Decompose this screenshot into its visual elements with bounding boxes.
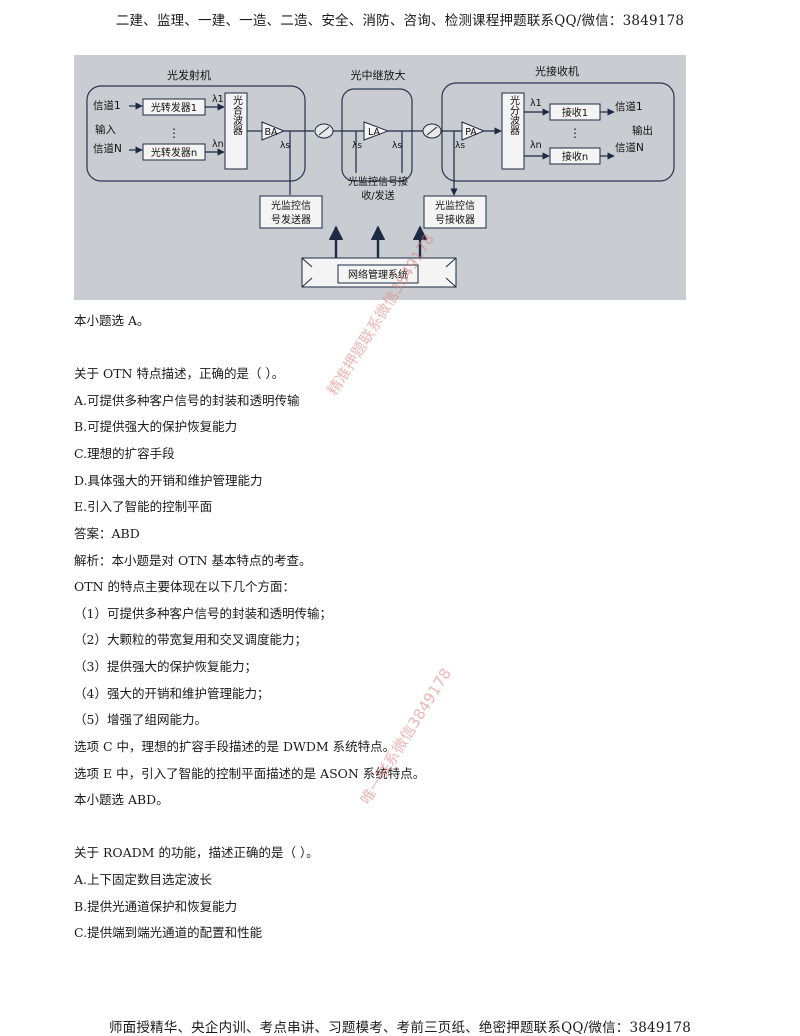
svg-text:号发送器: 号发送器 — [271, 213, 311, 226]
svg-text:光合波器: 光合波器 — [231, 94, 243, 136]
svg-text:λs: λs — [455, 141, 465, 151]
svg-text:⋮: ⋮ — [168, 126, 180, 140]
svg-text:光分波器: 光分波器 — [508, 94, 520, 136]
network-management-system — [337, 264, 419, 284]
input-label: 输入 — [95, 123, 116, 136]
answer-line: 答案：ABD — [74, 526, 140, 541]
svg-text:λs: λs — [280, 141, 290, 151]
watermark-2: 唯一联系微信3849178 — [356, 665, 456, 808]
svg-text:光监控信: 光监控信 — [435, 199, 475, 212]
transmitter-group — [86, 85, 306, 182]
input-channel-n: 信道N — [93, 142, 122, 155]
output-channel-1: 信道1 — [615, 100, 643, 113]
svg-text:号接收器: 号接收器 — [435, 213, 475, 226]
roadm-option-b: B.提供光通道保护和恢复能力 — [74, 899, 238, 914]
relay-title: 光中继放大 — [351, 68, 406, 82]
option-c: C.理想的扩容手段 — [74, 446, 175, 461]
answer-prev: 本小题选 A。 — [74, 313, 150, 328]
analysis-item-3: （3）提供强大的保护恢复能力； — [74, 659, 257, 674]
page-header: 二建、监理、一建、一造、二造、安全、消防、咨询、检测课程押题联系QQ/微信：38… — [115, 13, 685, 29]
svg-text:λs: λs — [352, 141, 362, 151]
optical-demultiplexer — [501, 92, 525, 170]
question-roadm: 关于 ROADM 的功能，描述正确的是（ ）。 — [74, 845, 319, 860]
output-label: 输出 — [632, 124, 653, 137]
svg-text:网络管理系统: 网络管理系统 — [348, 268, 408, 281]
option-e: E.引入了智能的控制平面 — [74, 499, 213, 514]
analysis-item-1: （1）可提供多种客户信号的封装和透明传输； — [74, 606, 332, 621]
svg-text:BA: BA — [264, 127, 278, 138]
analysis-option-c: 选项 C 中，理想的扩容手段描述的是 DWDM 系统特点。 — [74, 739, 396, 754]
answer-abd: 本小题选 ABD。 — [74, 792, 169, 807]
osc-relay-line1: 光监控信号接 — [348, 175, 408, 188]
input-channel-1: 信道1 — [93, 99, 121, 112]
option-b: B.可提供强大的保护恢复能力 — [74, 419, 238, 434]
svg-text:光转发器1: 光转发器1 — [151, 101, 197, 114]
receiver-group — [441, 82, 675, 182]
relay-group — [341, 88, 413, 182]
booster-amplifier — [261, 121, 286, 141]
output-channel-n: 信道N — [615, 141, 644, 154]
page-footer: 师面授精华、央企内训、考点串讲、习题模考、考前三页纸、绝密押题联系QQ/微信：3… — [108, 1020, 691, 1036]
analysis-heading: OTN 的特点主要体现在以下几个方面： — [74, 579, 295, 594]
transmitter-title: 光发射机 — [167, 68, 211, 82]
svg-text:PA: PA — [465, 127, 477, 138]
svg-text:LA: LA — [368, 127, 381, 138]
question-otn: 关于 OTN 特点描述，正确的是（ ）。 — [74, 366, 285, 381]
svg-text:接收1: 接收1 — [562, 106, 588, 119]
svg-text:光监控信: 光监控信 — [271, 199, 311, 212]
svg-text:光转发器n: 光转发器n — [151, 146, 197, 159]
svg-text:⋮: ⋮ — [569, 126, 581, 140]
svg-text:λ1: λ1 — [530, 98, 542, 109]
receiver-title: 光接收机 — [535, 64, 579, 78]
line-amplifier — [363, 121, 390, 141]
analysis-item-4: （4）强大的开销和维护管理能力； — [74, 686, 270, 701]
osc-relay-line2: 收/发送 — [361, 189, 394, 202]
svg-text:接收n: 接收n — [562, 150, 588, 163]
osc-transmitter — [259, 195, 323, 229]
option-a: A.可提供多种客户信号的封装和透明传输 — [74, 393, 300, 408]
dwdm-system-diagram: 光发射机 信道1 输入 信道N 光转发器1 ⋮ 光转发器n λ1 λn 光合波器… — [74, 55, 686, 300]
svg-text:λs: λs — [392, 141, 402, 151]
option-d: D.具体强大的开销和维护管理能力 — [74, 473, 263, 488]
analysis-option-e: 选项 E 中，引入了智能的控制平面描述的是 ASON 系统特点。 — [74, 766, 426, 781]
svg-text:λ1: λ1 — [212, 94, 224, 105]
roadm-option-a: A.上下固定数目选定波长 — [74, 872, 213, 887]
analysis-intro: 解析：本小题是对 OTN 基本特点的考查。 — [74, 553, 312, 568]
analysis-item-2: （2）大颗粒的带宽复用和交叉调度能力； — [74, 632, 307, 647]
osc-receiver — [423, 195, 487, 229]
pre-amplifier — [461, 121, 486, 141]
svg-text:λn: λn — [212, 139, 224, 150]
analysis-item-5: （5）增强了组网能力。 — [74, 712, 207, 727]
roadm-option-c: C.提供端到端光通道的配置和性能 — [74, 925, 263, 940]
svg-text:λn: λn — [530, 140, 542, 151]
